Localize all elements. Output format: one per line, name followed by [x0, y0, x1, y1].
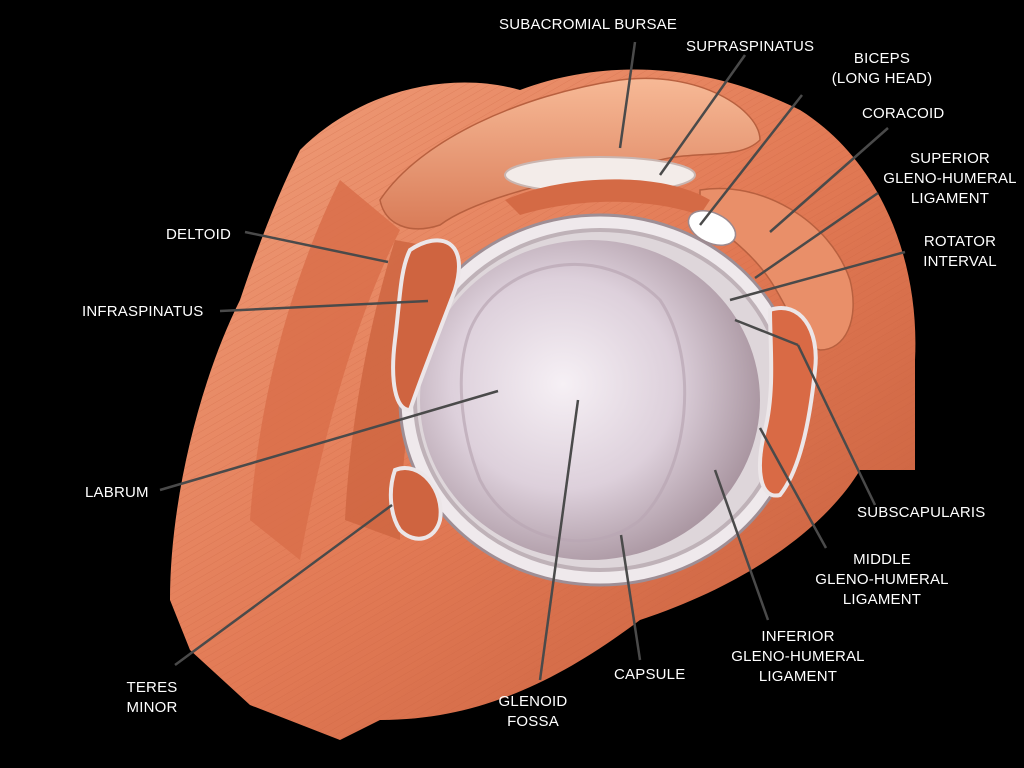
leader-middle-gh-ligament — [758, 427, 828, 549]
leader-superior-gh-ligament — [754, 191, 879, 280]
leader-subscapularis-2 — [734, 318, 799, 347]
label-middle-gh-ligament: MIDDLE GLENO-HUMERAL LIGAMENT — [815, 551, 949, 608]
leader-rotator-interval — [729, 250, 906, 302]
supraspinatus-muscle — [505, 179, 710, 215]
leader-capsule — [619, 534, 642, 661]
label-biceps-long-head: BICEPS (LONG HEAD) — [831, 50, 933, 87]
leader-labrum — [159, 389, 499, 492]
acromion-arch — [379, 77, 761, 230]
leader-deltoid — [244, 230, 389, 264]
label-inferior-gh-ligament: INFERIOR GLENO-HUMERAL LIGAMENT — [731, 628, 865, 685]
glenoid-rim-shadow — [459, 262, 687, 543]
leader-biceps — [699, 94, 803, 226]
leader-glenoid-fossa — [538, 399, 580, 681]
leader-subacromial-bursae — [618, 41, 637, 149]
label-supraspinatus: SUPRASPINATUS — [686, 38, 815, 55]
label-deltoid: DELTOID — [166, 226, 232, 243]
label-teres-minor: TERES MINOR — [126, 679, 178, 716]
leader-infraspinatus — [219, 299, 429, 313]
posterior-labrum-pad — [391, 238, 461, 413]
label-rotator-interval: ROTATOR INTERVAL — [923, 233, 997, 270]
inferior-posterior-pad — [388, 466, 443, 541]
label-labrum: LABRUM — [85, 484, 149, 501]
label-infraspinatus: INFRASPINATUS — [82, 303, 204, 320]
label-capsule: CAPSULE — [614, 666, 686, 683]
leader-inferior-gh-ligament — [713, 469, 770, 621]
label-superior-gh-ligament: SUPERIOR GLENO-HUMERAL LIGAMENT — [883, 150, 1017, 207]
label-subacromial-bursae: SUBACROMIAL BURSAE — [499, 16, 678, 33]
label-coracoid: CORACOID — [862, 105, 945, 122]
leader-subscapularis — [796, 344, 877, 506]
glenoid-fossa — [420, 240, 760, 560]
label-subscapularis: SUBSCAPULARIS — [857, 504, 986, 521]
leader-lines — [159, 41, 906, 681]
coracoid-process — [699, 187, 854, 351]
biceps-tendon — [687, 210, 737, 246]
leader-supraspinatus — [658, 54, 747, 176]
leader-teres-minor — [174, 503, 393, 667]
infraspinatus-muscle — [250, 180, 400, 560]
leader-coracoid — [769, 127, 889, 233]
label-glenoid-fossa: GLENOID FOSSA — [498, 693, 568, 730]
